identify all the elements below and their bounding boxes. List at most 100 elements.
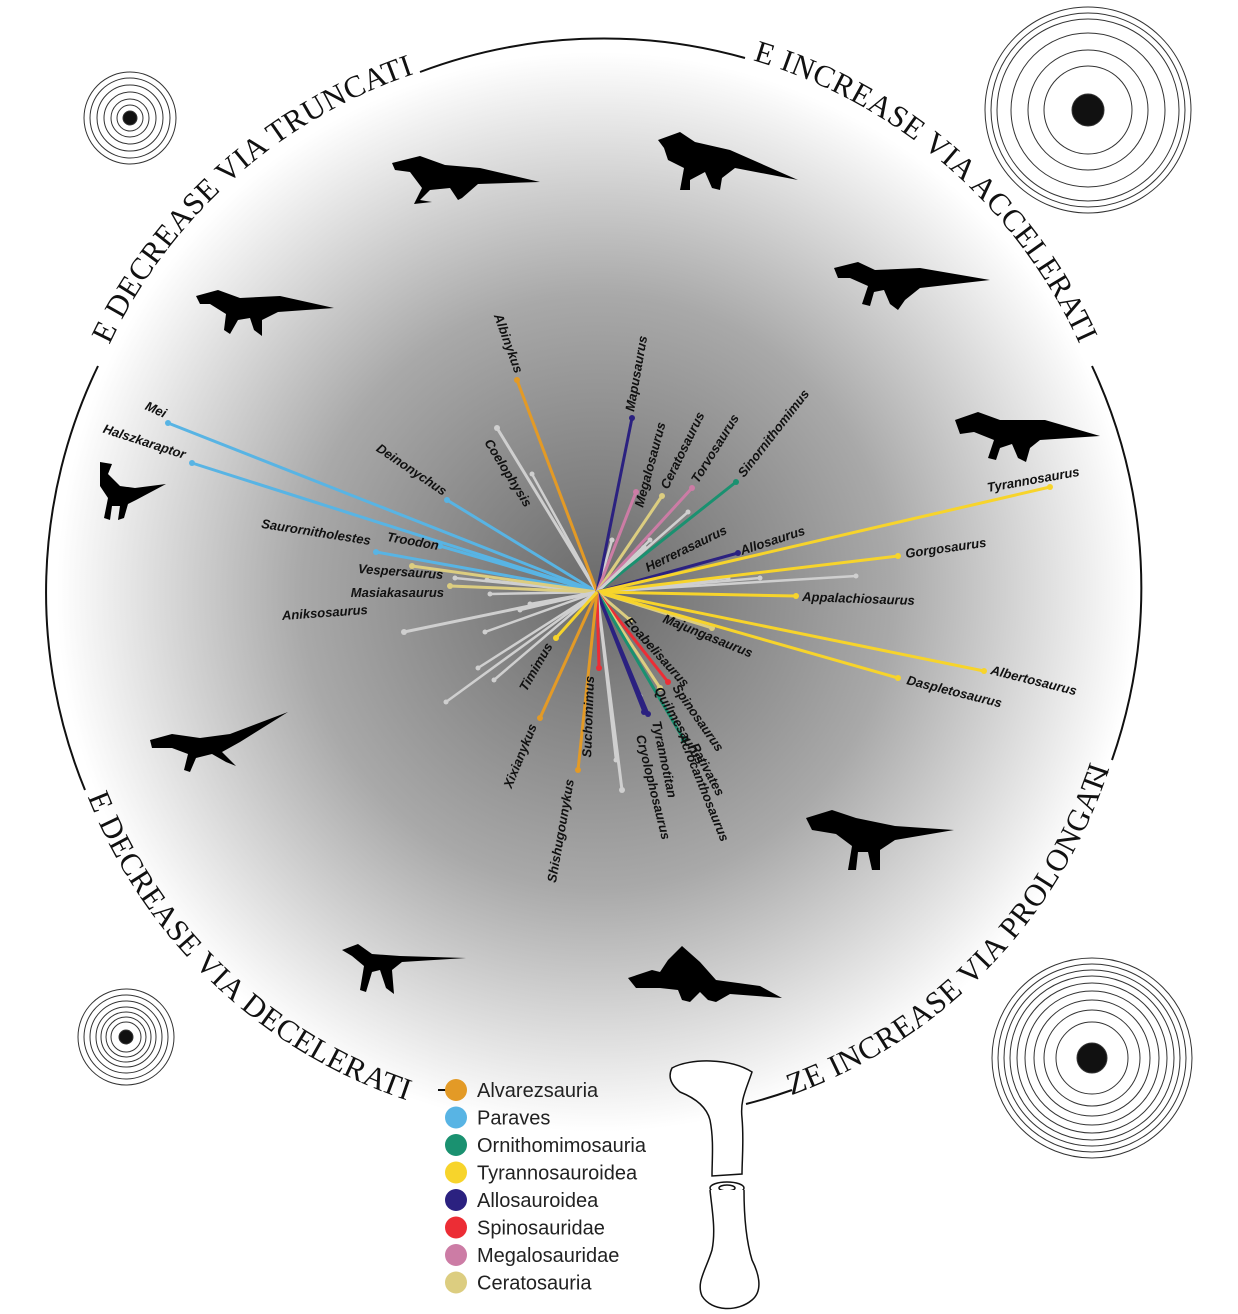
ray-end-dot	[641, 545, 647, 551]
ray-end-dot	[437, 543, 443, 549]
ray-end-dot	[633, 489, 639, 495]
legend-swatch-alvarezsauria	[445, 1079, 467, 1101]
ray-end-dot	[685, 509, 691, 515]
ray-end-dot	[409, 563, 415, 569]
ray-tyrannosaurus	[596, 485, 1051, 594]
ray-end-dot	[494, 425, 500, 431]
ray-sinornithomimus	[596, 480, 737, 594]
dinosaur-silhouette-icon-6	[100, 462, 166, 520]
taxon-label-vespersaurus: Vespersaurus	[357, 561, 443, 582]
ray-unlabeled	[445, 590, 598, 704]
ray-end-dot	[647, 537, 653, 543]
ray-end-dot	[373, 549, 379, 555]
ray-end-dot	[537, 715, 543, 721]
dinosaur-silhouette-icon-5	[955, 412, 1100, 462]
growth-rings-icon-bottom-right	[991, 957, 1193, 1159]
legend-swatch-paraves	[445, 1106, 467, 1129]
ray-cryolophosaurus	[595, 591, 624, 791]
taxon-label-aniksosaurus: Aniksosaurus	[280, 602, 368, 623]
legend-label-ceratosauria: Ceratosauria	[477, 1273, 592, 1295]
clade-legend: AlvarezsauriaParavesOrnithomimosauriaTyr…	[445, 1079, 647, 1295]
legend-swatch-megalosauridae	[445, 1244, 467, 1266]
dinosaur-silhouette-icon-4	[834, 262, 990, 310]
ray-gorgosaurus	[596, 554, 899, 594]
ray-end-dot	[793, 593, 799, 599]
ray-end-dot	[482, 629, 488, 635]
ray-end-dot	[487, 591, 493, 597]
ray-rativates	[595, 591, 686, 741]
ray-mapusaurus	[595, 417, 634, 593]
ray-end-dot	[733, 479, 739, 485]
ray-unlabeled	[477, 590, 598, 670]
ray-end-dot	[627, 617, 633, 623]
ray-spinosaurus	[595, 591, 670, 683]
dinosaur-silhouette-icon-2	[658, 132, 798, 190]
taxon-label-suchomimus: Suchomimus	[579, 676, 597, 758]
ray-daspletosaurus	[596, 590, 899, 680]
growth-rings-icon-top-left	[83, 71, 177, 165]
ray-end-dot	[853, 573, 859, 579]
ray-end-dot	[981, 668, 987, 674]
ray-end-dot	[645, 711, 651, 717]
ray-end-dot	[553, 635, 559, 641]
ray-masiakasaurus	[449, 584, 598, 594]
ray-end-dot	[401, 629, 407, 635]
ray-end-dot	[757, 575, 763, 581]
ray-end-dot	[629, 415, 635, 421]
legend-label-alvarezsauria: Alvarezsauria	[477, 1080, 599, 1102]
ray-end-dot	[444, 497, 450, 503]
ray-end-dot	[895, 675, 901, 681]
growth-rings-icon-bottom-left	[77, 988, 175, 1086]
ray-end-dot	[575, 767, 581, 773]
ray-appalachiosaurus	[596, 590, 797, 598]
ray-unlabeled	[493, 591, 598, 681]
dinosaur-silhouette-icon-7	[150, 712, 288, 772]
ray-end-dot	[665, 679, 671, 685]
ray-end-dot	[657, 685, 663, 691]
bone-illustration	[669, 1060, 760, 1310]
legend-swatch-allosauroidea	[445, 1189, 467, 1211]
ray-end-dot	[619, 787, 625, 793]
ray-end-dot	[475, 665, 481, 671]
ray-suchomimus	[595, 591, 601, 669]
dinosaur-silhouette-icon-10	[628, 946, 782, 1002]
ray-end-dot	[452, 575, 458, 581]
ray-end-dot	[165, 420, 171, 426]
ray-end-dot	[514, 377, 520, 383]
ray-end-dot	[689, 485, 695, 491]
ray-end-dot	[491, 677, 497, 683]
dinosaur-silhouette-icon-9	[342, 944, 466, 994]
ray-herrerasaurus	[595, 546, 646, 594]
ray-coelophysis	[495, 427, 599, 593]
legend-label-spinosauridae: Spinosauridae	[477, 1218, 605, 1240]
ray-end-dot	[681, 737, 687, 743]
ray-halszkaraptor	[191, 461, 598, 594]
legend-label-paraves: Paraves	[477, 1108, 550, 1130]
ray-end-dot	[609, 537, 615, 543]
ray-end-dot	[659, 493, 665, 499]
taxon-label-masiakasaurus: Masiakasaurus	[351, 585, 444, 600]
legend-swatch-tyrannosauroidea	[445, 1161, 467, 1184]
ray-end-dot	[1047, 484, 1053, 490]
ray-torvosaurus	[595, 486, 694, 594]
ray-end-dot	[596, 665, 602, 671]
dinosaur-silhouette-icon-8	[806, 810, 954, 870]
ray-end-dot	[447, 583, 453, 589]
legend-label-allosauroidea: Allosauroidea	[477, 1190, 599, 1212]
ray-albertosaurus	[596, 590, 985, 673]
taxon-label-appalachiosaurus: Appalachiosaurus	[801, 589, 915, 608]
legend-swatch-ceratosauria	[445, 1271, 467, 1294]
ray-unlabeled	[484, 590, 598, 634]
growth-rings-icon-top-right	[984, 6, 1192, 214]
legend-swatch-spinosauridae	[445, 1216, 467, 1239]
ray-end-dot	[189, 460, 195, 466]
dinosaur-silhouette-icon-3	[196, 290, 334, 336]
legend-label-tyrannosauroidea: Tyrannosauroidea	[477, 1163, 638, 1185]
legend-swatch-ornithomimosauria	[445, 1134, 467, 1156]
ray-troodon	[439, 544, 598, 594]
ray-timimus	[554, 591, 599, 639]
taxon-rays	[165, 377, 1053, 793]
ray-ceratosaurus	[595, 495, 664, 593]
ray-end-dot	[735, 550, 741, 556]
outer-circle	[45, 37, 1143, 1105]
